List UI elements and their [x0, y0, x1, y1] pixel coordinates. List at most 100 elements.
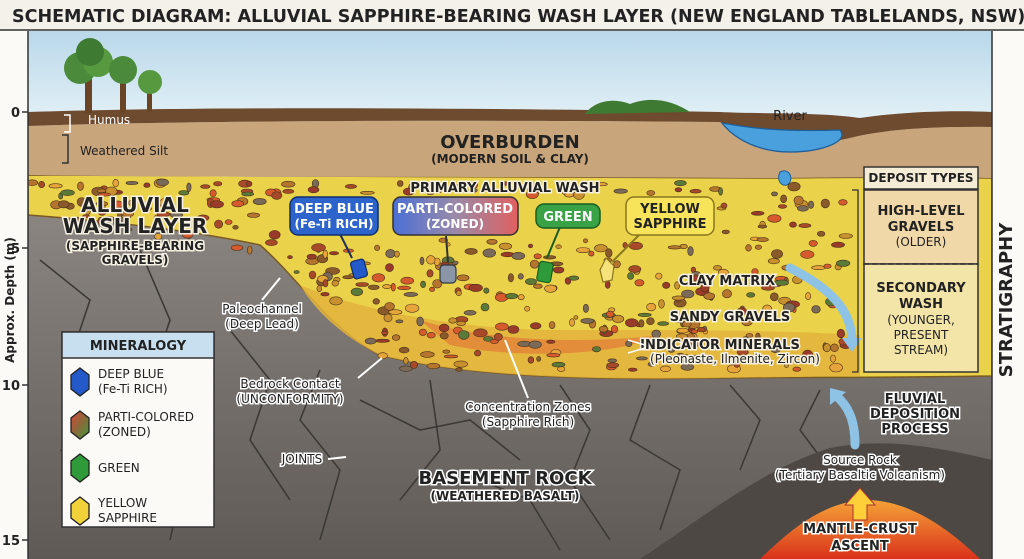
pebble	[671, 295, 686, 301]
pebble	[397, 180, 404, 187]
pebble	[594, 244, 608, 253]
pebble	[761, 285, 775, 291]
pebble	[392, 334, 401, 341]
pebble	[77, 181, 84, 191]
humus-label: Humus	[88, 113, 130, 127]
pebble	[536, 356, 542, 362]
pebble	[613, 260, 621, 269]
pebble	[605, 310, 615, 318]
pebble	[495, 322, 509, 331]
pebble	[95, 201, 108, 207]
pebble	[405, 303, 420, 313]
pebble	[741, 336, 750, 345]
pebble	[674, 180, 687, 187]
pebble	[122, 227, 133, 232]
pebble	[836, 328, 846, 339]
pebble	[372, 298, 380, 305]
pebble	[754, 244, 762, 250]
pebble	[798, 223, 812, 228]
pebble	[800, 250, 815, 259]
pebble	[97, 206, 107, 216]
overburden-subtitle: (MODERN SOIL & CLAY)	[431, 152, 589, 166]
pebble	[102, 216, 115, 222]
pebble	[507, 325, 520, 334]
pebble	[774, 279, 789, 286]
pebble	[691, 354, 704, 359]
river-water	[720, 122, 843, 153]
indicator-minerals-list: (Pleonaste, Ilmenite, Zircon)	[650, 352, 820, 366]
wash-subtitle-line1: (SAPPHIRE-BEARING	[66, 239, 204, 253]
pebble	[456, 320, 466, 326]
pebble	[452, 260, 459, 265]
stratigraphy-bar	[992, 31, 1024, 559]
pebble	[546, 353, 561, 358]
pebble	[838, 199, 848, 206]
pebble	[429, 286, 435, 292]
source-label-line1: Source Rock	[823, 453, 897, 467]
pebble	[128, 199, 135, 206]
green-gem-icon	[536, 260, 554, 284]
concentration-label-line1: Concentration Zones	[465, 400, 591, 414]
pebble	[680, 363, 695, 371]
deposit-high-line2: GRAVELS	[888, 220, 954, 235]
pebble	[381, 330, 389, 335]
pebble	[368, 284, 380, 290]
concentration-label-line2: (Sapphire Rich)	[482, 415, 574, 429]
pebble	[385, 249, 396, 259]
pebble	[121, 210, 134, 218]
mantle-label-line2: ASCENT	[831, 539, 889, 554]
pebble	[200, 184, 211, 189]
pebble	[517, 273, 524, 280]
pebble	[360, 191, 375, 195]
pebble	[320, 292, 330, 297]
callout-deep-blue-line1: DEEP BLUE	[294, 202, 374, 217]
pebble	[420, 280, 426, 289]
pebble	[544, 284, 557, 293]
pebble	[322, 249, 328, 259]
pebble	[397, 285, 411, 291]
pebble	[400, 276, 415, 285]
gravel-pebbles	[26, 178, 853, 374]
pebble	[811, 305, 821, 314]
pebble	[637, 312, 652, 317]
pebble	[831, 241, 845, 248]
pebble	[287, 255, 293, 260]
pebble	[787, 181, 801, 192]
pebble	[610, 325, 619, 334]
pebble	[792, 366, 802, 372]
pebble	[355, 282, 369, 287]
pebble	[690, 329, 699, 334]
pebble	[382, 284, 392, 289]
pebble	[676, 333, 688, 340]
pebble	[830, 343, 839, 352]
pebble	[316, 285, 322, 293]
pebble	[736, 349, 749, 356]
pebble	[679, 354, 692, 363]
depth-tick-label: 5	[11, 242, 20, 257]
pebble	[548, 321, 556, 329]
pebble	[443, 354, 459, 359]
pebble	[432, 279, 443, 289]
indicator-minerals-label: INDICATOR MINERALS	[640, 338, 800, 353]
pebble	[533, 253, 542, 260]
pebble	[667, 245, 682, 250]
pebble	[493, 332, 503, 341]
pebble	[726, 280, 737, 286]
mantle-label-line1: MANTLE-CRUST	[803, 522, 917, 537]
pebble	[727, 312, 736, 321]
pebble	[646, 303, 657, 312]
pebble	[374, 244, 380, 251]
pebble	[268, 230, 281, 240]
pebble	[528, 340, 542, 349]
pebble	[700, 282, 710, 293]
pebble	[664, 355, 670, 364]
pebble	[580, 318, 595, 324]
pebble	[517, 294, 525, 301]
pebble	[525, 189, 539, 199]
pebble	[573, 315, 579, 320]
pebble	[464, 248, 478, 255]
pebble	[767, 258, 780, 265]
pebble	[144, 206, 152, 211]
